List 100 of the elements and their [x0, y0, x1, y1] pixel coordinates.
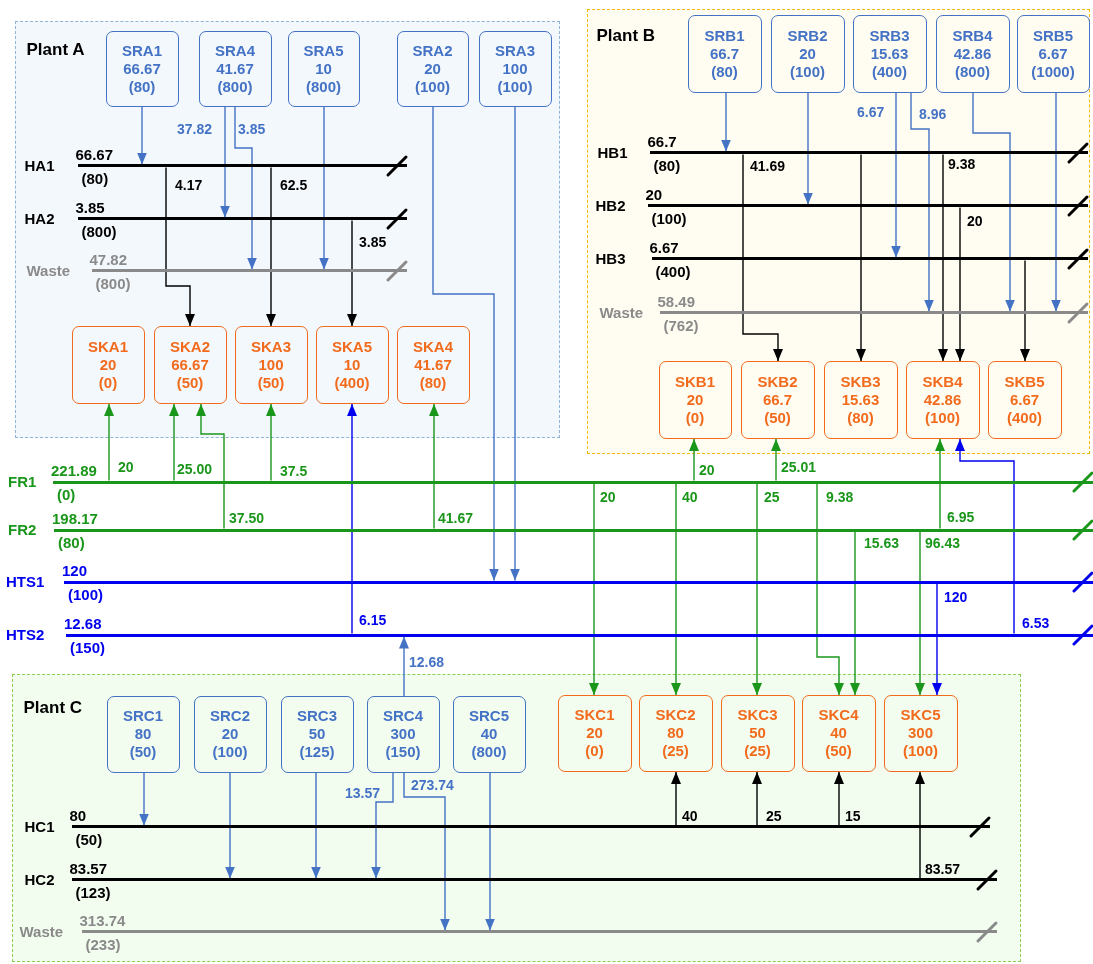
flow-rate: 66.67	[123, 59, 161, 78]
temperature: (125)	[299, 743, 335, 761]
sink-box	[658, 360, 732, 439]
sink-box	[720, 694, 795, 772]
flow-arrow	[403, 772, 450, 932]
flow-rate: 12.68	[64, 615, 102, 633]
flow-arrow	[429, 403, 439, 530]
header-line	[64, 580, 1093, 584]
edge-label: 9.38	[948, 156, 976, 172]
stream-name: SRC2	[210, 707, 250, 725]
temperature: (100)	[925, 408, 960, 427]
temperature: (123)	[75, 883, 111, 902]
flow-rate: 40	[480, 725, 498, 743]
sink-box	[557, 694, 632, 772]
temperature: (80)	[58, 534, 85, 552]
header-line	[53, 480, 1093, 484]
flow-rate: 80	[134, 725, 152, 743]
stream-name: SKB1	[675, 372, 715, 391]
flow-rate: 15.63	[841, 390, 880, 409]
flow-rate: 40	[830, 724, 847, 742]
header-name: HB2	[595, 196, 626, 215]
temperature: (150)	[70, 639, 106, 657]
flow-rate: 83.57	[69, 859, 108, 878]
edge-label: 20	[967, 213, 983, 229]
stream-name: SKC1	[574, 706, 615, 724]
flow-arrow	[266, 403, 276, 482]
flow-arrow	[1051, 92, 1061, 313]
stream-name: SRB2	[787, 26, 828, 45]
temperature: (0)	[98, 373, 118, 392]
source-box	[396, 30, 469, 107]
stream-name: SKA2	[170, 337, 210, 356]
edge-label: 6.53	[1022, 615, 1050, 631]
flow-arrow	[850, 530, 860, 696]
flow-rate: 20	[799, 44, 816, 63]
flow-arrow	[915, 530, 925, 696]
flow-arrow	[169, 403, 179, 482]
flow-arrow	[932, 582, 942, 696]
header-name: Waste	[19, 922, 64, 941]
flow-rate: 100	[502, 59, 528, 78]
flow-arrow	[165, 166, 195, 327]
sink-box	[883, 694, 958, 772]
flow-rate: 80	[667, 724, 684, 742]
temperature: (0)	[57, 486, 76, 504]
stream-name: SRB4	[952, 26, 993, 45]
stream-name: SRA2	[412, 41, 453, 60]
stream-name: SRA3	[495, 41, 535, 60]
temperature: (80)	[81, 169, 109, 188]
flow-arrow	[955, 206, 965, 362]
source-box	[366, 695, 440, 773]
flow-arrow	[311, 772, 321, 880]
edge-label: 4.17	[175, 177, 203, 193]
stream-name: SKB5	[1004, 372, 1045, 391]
temperature: (50)	[257, 373, 285, 392]
temperature: (25)	[744, 742, 771, 760]
sink-box	[905, 360, 980, 439]
flow-arrow	[510, 106, 520, 582]
flow-rate: 120	[62, 562, 88, 580]
stream-name: SRA1	[122, 41, 162, 60]
flow-rate: 47.82	[89, 250, 128, 269]
flow-rate: 66.7	[762, 390, 793, 409]
flow-rate: 6.67	[1009, 390, 1040, 409]
temperature: (100)	[415, 77, 450, 96]
source-box	[935, 14, 1010, 93]
temperature: (100)	[68, 586, 104, 604]
plant-area	[587, 9, 1090, 454]
flow-rate: 20	[586, 724, 603, 742]
source-box	[198, 30, 272, 107]
flow-arrow	[225, 772, 235, 880]
plant-area	[15, 21, 560, 438]
flow-rate: 6.67	[649, 238, 679, 257]
stream-name: SKA4	[413, 337, 453, 356]
header-line	[54, 528, 1093, 532]
flow-arrow	[220, 106, 230, 219]
header-line	[71, 825, 990, 828]
sink-box	[153, 325, 227, 404]
edge-label: 273.74	[411, 777, 454, 793]
source-box	[280, 695, 354, 773]
header-name: HTS1	[6, 573, 45, 591]
flow-rate: 15.63	[870, 44, 909, 63]
temperature: (100)	[651, 209, 687, 228]
stream-name: SKC4	[818, 706, 859, 724]
temperature: (800)	[217, 77, 253, 96]
edge-label: 15	[845, 808, 861, 824]
flow-rate: 100	[258, 355, 284, 374]
edge-label: 3.85	[359, 234, 387, 250]
temperature: (233)	[85, 935, 121, 954]
header-line	[71, 878, 997, 881]
stream-name: SKA1	[88, 337, 128, 356]
sink-box	[740, 360, 815, 439]
flow-rate: 20	[686, 390, 704, 409]
header-line	[66, 633, 1093, 637]
sink-box	[396, 325, 470, 404]
edge-label: 25	[766, 808, 782, 824]
flow-arrow	[752, 771, 762, 827]
temperature: (100)	[497, 77, 533, 96]
edge-label: 62.5	[280, 177, 308, 193]
header-line	[77, 217, 407, 220]
flow-arrow	[891, 92, 901, 259]
header-name: HB1	[597, 143, 628, 162]
flow-arrow	[742, 153, 783, 362]
